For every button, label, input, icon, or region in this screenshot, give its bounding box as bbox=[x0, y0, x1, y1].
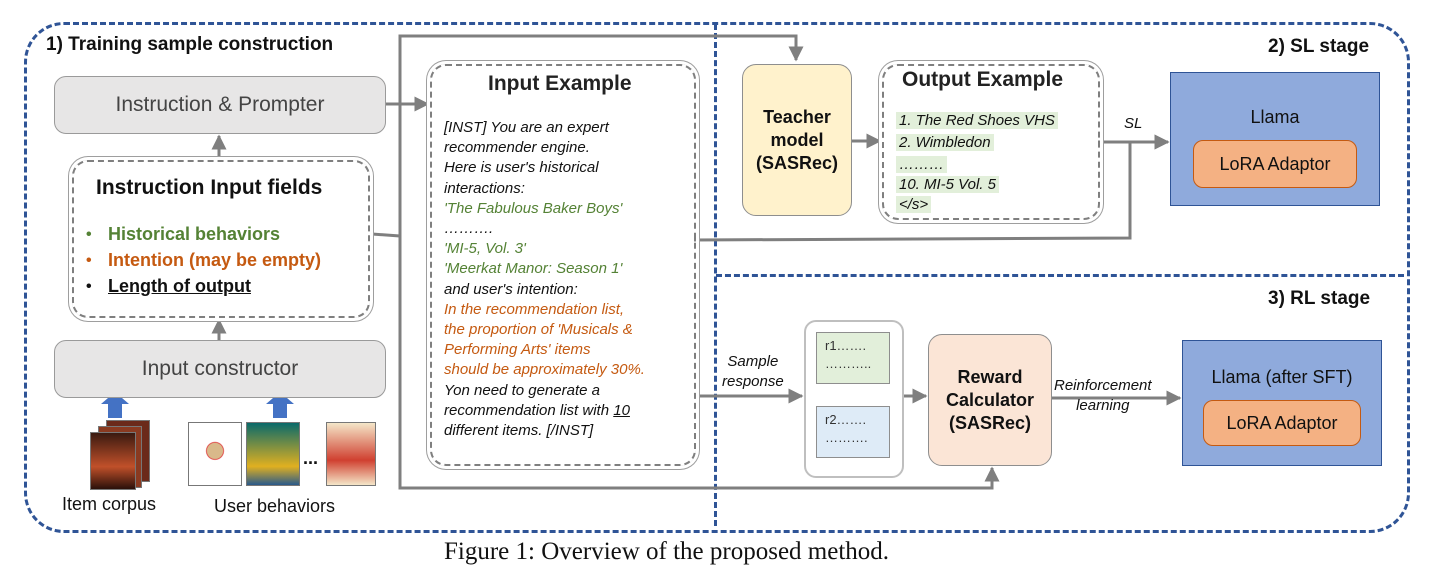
sl-label: SL bbox=[1124, 115, 1143, 132]
field-length-of-output: • Length of output bbox=[86, 276, 251, 297]
teacher-line: model bbox=[770, 129, 824, 150]
sample-response-label: Sample response bbox=[722, 352, 784, 392]
section-label-training: 1) Training sample construction bbox=[46, 34, 334, 55]
prompt-line: and user's intention: bbox=[444, 280, 578, 298]
prompt-line-history: 'The Fabulous Baker Boys' bbox=[444, 199, 623, 217]
bullet-dot: • bbox=[86, 251, 92, 269]
prompt-line: different items. [/INST] bbox=[444, 422, 594, 440]
prompt-line: recommender engine. bbox=[444, 139, 590, 157]
rl-line: learning bbox=[1076, 397, 1130, 414]
field-intention: • Intention (may be empty) bbox=[86, 250, 321, 271]
stage-divider-vertical bbox=[714, 24, 717, 526]
llama-sl-box: Llama LoRA Adaptor bbox=[1170, 72, 1380, 206]
output-line: 2. Wimbledon bbox=[896, 134, 994, 151]
sample-response-line: response bbox=[722, 373, 784, 390]
output-line: 1. The Red Shoes VHS bbox=[896, 112, 1058, 129]
field-label: Length of output bbox=[108, 276, 251, 296]
output-line: 10. MI-5 Vol. 5 bbox=[896, 176, 999, 193]
input-example-box bbox=[430, 64, 696, 466]
prompt-line: interactions: bbox=[444, 179, 525, 197]
instruction-input-fields-title: Instruction Input fields bbox=[96, 176, 323, 199]
input-example-prompt: [INST] You are an expert recommender eng… bbox=[444, 118, 645, 441]
response-r2-text: r2……. bbox=[825, 412, 867, 427]
teacher-model-box: Teacher model (SASRec) bbox=[742, 64, 852, 216]
user-behavior-ellipsis: ... bbox=[303, 448, 319, 468]
arrow-corpus-up bbox=[101, 392, 129, 418]
instruction-input-fields-box bbox=[72, 160, 370, 318]
figure-caption: Figure 1: Overview of the proposed metho… bbox=[444, 538, 890, 565]
prompt-line-ellipsis: ………. bbox=[444, 220, 494, 238]
prompt-line-intention: the proportion of 'Musicals & bbox=[444, 321, 633, 339]
llama-rl-title: Llama (after SFT) bbox=[1211, 367, 1353, 387]
reinforcement-learning-label: Reinforcement learning bbox=[1054, 376, 1152, 416]
teacher-line: Teacher bbox=[763, 106, 831, 127]
bullet-dot: • bbox=[86, 277, 92, 295]
bracket-fields bbox=[371, 34, 804, 238]
prompt-line-history: 'Meerkat Manor: Season 1' bbox=[444, 260, 623, 278]
reward-line: (SASRec) bbox=[948, 412, 1032, 433]
section-label-rl: 3) RL stage bbox=[1268, 288, 1371, 309]
output-example-box bbox=[882, 64, 1100, 220]
field-label: Historical behaviors bbox=[108, 224, 281, 244]
sample-response-line: Sample bbox=[727, 353, 779, 370]
prompt-line-intention: should be approximately 30%. bbox=[444, 361, 645, 379]
bullet-dot: • bbox=[86, 225, 92, 243]
response-r1-text: r1……. bbox=[825, 338, 867, 353]
llama-sl-title: Llama bbox=[1250, 107, 1300, 127]
response-r1-more: ……….. bbox=[825, 356, 872, 371]
field-historical-behaviors: • Historical behaviors bbox=[86, 224, 280, 245]
response-bubble-r2: r2……. ………. bbox=[816, 406, 890, 458]
prompt-line-length: recommendation list with 10 bbox=[444, 401, 645, 421]
arrow-behaviors-up bbox=[266, 392, 294, 418]
reward-line: Reward bbox=[957, 366, 1023, 387]
output-line: </s> bbox=[896, 196, 932, 213]
llama-rl-box: Llama (after SFT) LoRA Adaptor bbox=[1182, 340, 1382, 466]
user-behaviors-label: User behaviors bbox=[214, 496, 336, 516]
overview-frame bbox=[24, 22, 1410, 533]
teacher-line: (SASRec) bbox=[755, 152, 839, 173]
prompt-line-intention: In the recommendation list, bbox=[444, 300, 625, 318]
prompt-line: [INST] You are an expert bbox=[444, 119, 609, 136]
prompt-line-intention: Performing Arts' items bbox=[444, 341, 591, 359]
instruction-prompter-box: Instruction & Prompter bbox=[54, 76, 386, 134]
prompt-output-count: 10 bbox=[613, 401, 630, 419]
section-label-sl: 2) SL stage bbox=[1268, 36, 1370, 57]
input-constructor-box: Input constructor bbox=[54, 340, 386, 398]
input-example-title: Input Example bbox=[488, 72, 632, 95]
user-behavior-poster-3 bbox=[326, 422, 376, 486]
prompt-line: Yon need to generate a bbox=[444, 381, 600, 399]
output-line: ……… bbox=[896, 156, 947, 173]
output-example-title: Output Example bbox=[902, 68, 1064, 91]
response-bubble-r1: r1……. ……….. bbox=[816, 332, 890, 384]
prompt-line-history: 'MI-5, Vol. 3' bbox=[444, 240, 526, 258]
field-label: Intention (may be empty) bbox=[108, 250, 322, 270]
reward-line: Calculator bbox=[945, 389, 1035, 410]
response-r2-more: ………. bbox=[825, 430, 868, 445]
lora-adaptor-sl: LoRA Adaptor bbox=[1193, 140, 1357, 188]
user-behavior-poster-1 bbox=[188, 422, 242, 486]
reward-calculator-box: Reward Calculator (SASRec) bbox=[928, 334, 1052, 466]
lora-adaptor-rl: LoRA Adaptor bbox=[1203, 400, 1361, 446]
prompt-line: Here is user's historical bbox=[444, 159, 599, 177]
bracket-fields-lower bbox=[398, 236, 1000, 490]
user-behavior-poster-2 bbox=[246, 422, 300, 486]
stage-divider-horizontal bbox=[716, 274, 1404, 277]
rl-line: Reinforcement bbox=[1054, 377, 1152, 394]
item-corpus-poster-front bbox=[90, 432, 136, 490]
item-corpus-label: Item corpus bbox=[62, 494, 157, 514]
prompt-line-text: recommendation list with bbox=[444, 401, 614, 419]
